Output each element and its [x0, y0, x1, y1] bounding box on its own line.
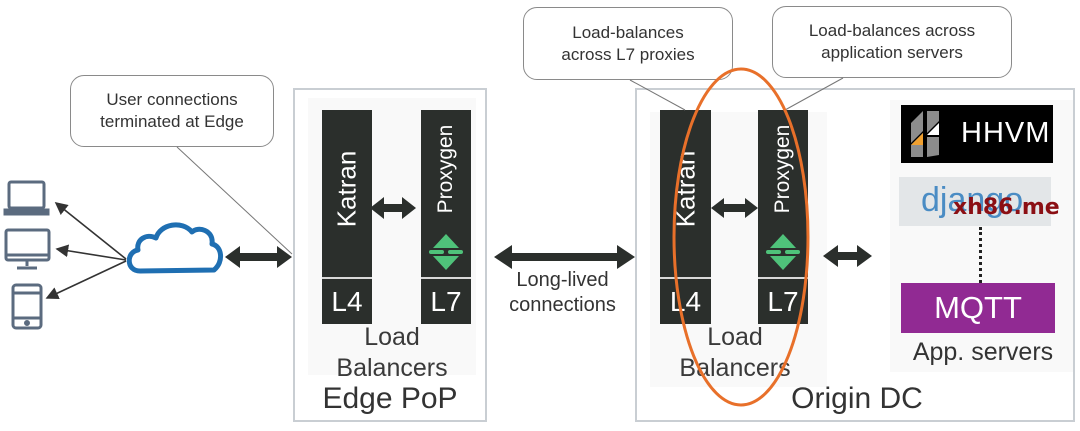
lb-label-line: Load: [707, 323, 763, 351]
lb-label-line: Load: [364, 323, 420, 351]
proxygen-logo-icon: [429, 234, 463, 270]
laptop-icon: [3, 180, 50, 216]
desktop-monitor-icon: [4, 228, 51, 270]
origin-lb-label: Load Balancers: [650, 322, 820, 384]
callout-text: Load-balances: [572, 22, 684, 42]
proxygen-logo-icon: [766, 234, 800, 270]
edge-katran-block: Katran L4: [322, 110, 372, 324]
katran-label: Katran: [670, 150, 700, 228]
katran-label: Katran: [331, 150, 362, 228]
edge-pop-zone: Katran L4 Proxygen L7 Load Balancers Edg…: [293, 88, 487, 422]
layer-l4-label: L4: [660, 277, 711, 324]
callout-text: application servers: [821, 43, 963, 62]
lb-label-line: Balancers: [336, 354, 448, 382]
callout-text: across L7 proxies: [561, 44, 695, 64]
layer-l7-label: L7: [758, 277, 808, 324]
proxygen-label: Proxygen: [771, 124, 794, 214]
django-label: django: [921, 181, 1024, 219]
hhvm-mark-icon: [911, 111, 939, 157]
layer-l7-label: L7: [421, 277, 471, 324]
django-logo: django: [899, 177, 1051, 226]
callout-pointer: [176, 146, 293, 255]
client-connection-arrow: [45, 260, 127, 300]
edge-pop-title: Edge PoP: [322, 382, 458, 415]
callout-text: terminated at Edge: [100, 112, 244, 131]
lb-label-line: Balancers: [679, 354, 791, 382]
edge-proxygen-block: Proxygen L7: [421, 110, 471, 324]
callout-l7-proxies: Load-balances across L7 proxies: [523, 7, 733, 80]
cloud-icon: [126, 222, 223, 274]
callout-user-connections: User connections terminated at Edge: [70, 75, 274, 147]
origin-proxygen-block: Proxygen L7: [758, 110, 808, 324]
hhvm-logo: HHVM: [901, 105, 1053, 163]
callout-text: User connections: [106, 90, 238, 109]
mqtt-block: MQTT: [901, 283, 1055, 333]
edge-lb-label: Load Balancers: [308, 322, 476, 384]
origin-dc-title: Origin DC: [791, 382, 923, 415]
origin-katran-block: Katran L4: [660, 110, 711, 324]
layer-l4-label: L4: [322, 277, 372, 324]
watermark: xh86.me: [953, 195, 1060, 220]
app-servers-label: App. servers: [912, 338, 1054, 366]
link-label-line: Long-lived: [516, 269, 609, 291]
proxygen-label: Proxygen: [434, 124, 457, 214]
origin-dc-zone: Katran L4 Proxygen L7 Load Balancers HHV…: [635, 88, 1075, 422]
callout-app-servers: Load-balances across application servers: [772, 6, 1012, 78]
link-label-line: connections: [509, 294, 616, 316]
tablet-icon: [11, 283, 43, 330]
dotted-connector: [979, 227, 982, 283]
long-lived-connections-label: Long-lived connections: [490, 268, 635, 318]
double-arrow-icon: [494, 245, 635, 269]
hhvm-label: HHVM: [961, 117, 1051, 149]
callout-text: Load-balances across: [808, 21, 976, 40]
double-arrow-icon: [225, 246, 292, 268]
client-connection-arrow: [55, 244, 127, 261]
client-connection-arrow: [54, 202, 127, 260]
